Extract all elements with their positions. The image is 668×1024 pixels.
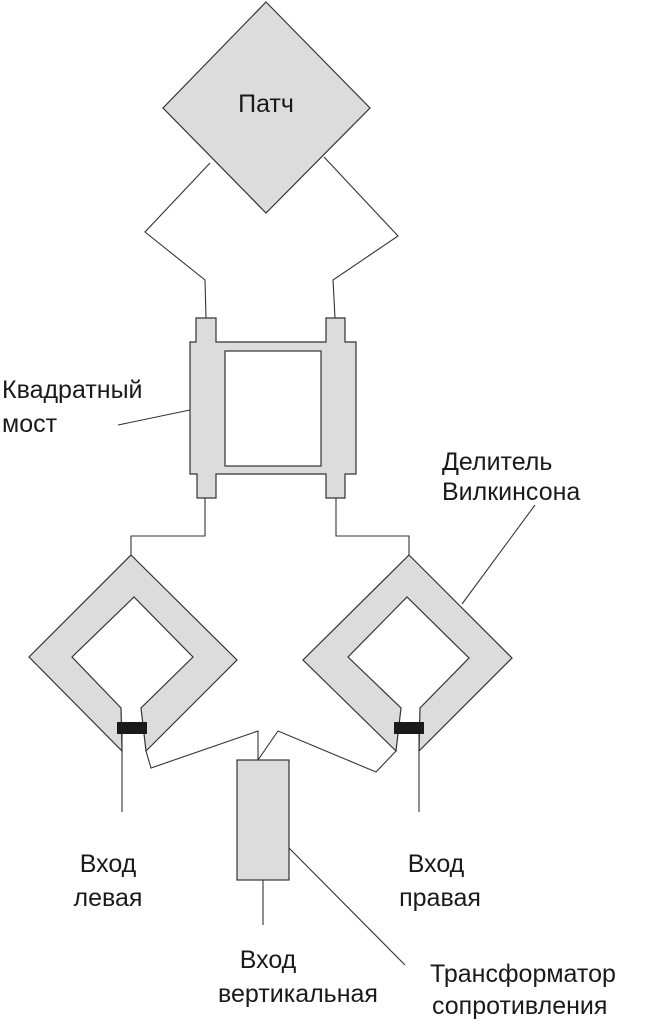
impedance-transformer <box>236 759 290 881</box>
divider-label-1: Делитель <box>442 448 552 476</box>
bridge-label-1: Квадратный <box>2 376 143 404</box>
wilkinson-divider-right <box>302 554 513 753</box>
input-right-label-1: Вход <box>408 850 465 878</box>
input-left-label-2: левая <box>74 884 143 912</box>
transformer-leader-line <box>288 847 406 966</box>
input-right-label-2: правая <box>399 884 481 912</box>
patch <box>162 1 371 214</box>
input-left-label-1: Вход <box>80 850 137 878</box>
input-vertical-label-1: Вход <box>240 946 297 974</box>
bridge-leader-line <box>117 409 191 426</box>
divider-leader-line <box>461 504 536 605</box>
quadrature-bridge <box>189 317 357 499</box>
right-divider-to-transformer <box>257 730 397 773</box>
wilkinson-divider-left <box>28 554 238 753</box>
transformer-label-2: сопротивления <box>432 992 607 1020</box>
divider-label-2: Вилкинсона <box>442 478 580 506</box>
patch-feed-left <box>144 162 211 319</box>
resistor-right <box>394 722 424 734</box>
left-divider-to-transformer <box>145 730 259 769</box>
input-vertical-label-2: вертикальная <box>218 980 378 1008</box>
resistor-left <box>117 722 147 734</box>
patch-feed-right <box>323 156 399 319</box>
bridge-to-right-divider <box>335 498 410 555</box>
transformer-label-1: Трансформатор <box>430 960 616 988</box>
bridge-to-left-divider <box>130 498 206 555</box>
bridge-label-2: мост <box>2 410 58 438</box>
patch-label: Патч <box>238 90 294 118</box>
